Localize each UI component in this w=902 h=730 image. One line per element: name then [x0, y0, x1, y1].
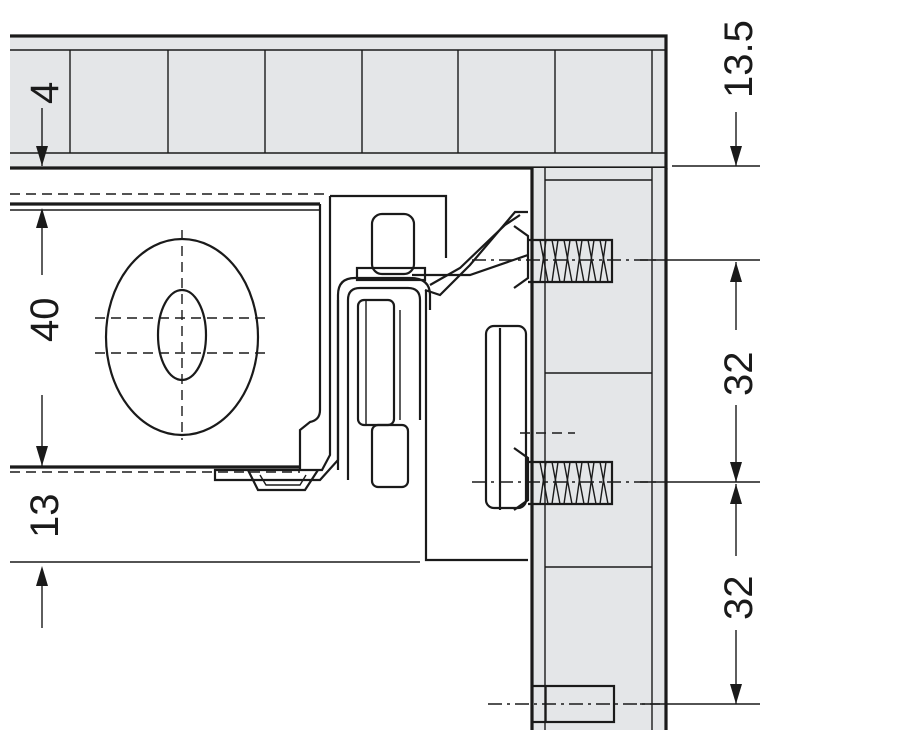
drawer-profile [10, 193, 448, 492]
right-dimensions [730, 112, 742, 704]
hole-centerlines [472, 165, 760, 705]
upper-screw [513, 225, 614, 289]
dim-hole-spacing-2: 32 [717, 576, 761, 621]
dim-bottom-clearance: 13 [23, 494, 67, 539]
lower-screw [513, 447, 614, 511]
top-panel [10, 34, 668, 170]
dim-top-panel-inset: 4 [23, 82, 67, 104]
left-dimensions [10, 108, 420, 628]
dim-top-offset: 13.5 [717, 20, 761, 98]
runner-mechanism [336, 210, 529, 562]
side-panel [530, 168, 668, 730]
dim-hole-spacing-1: 32 [717, 352, 761, 397]
oval-mounting-plate [95, 230, 270, 440]
dim-drawer-height: 40 [23, 298, 67, 343]
